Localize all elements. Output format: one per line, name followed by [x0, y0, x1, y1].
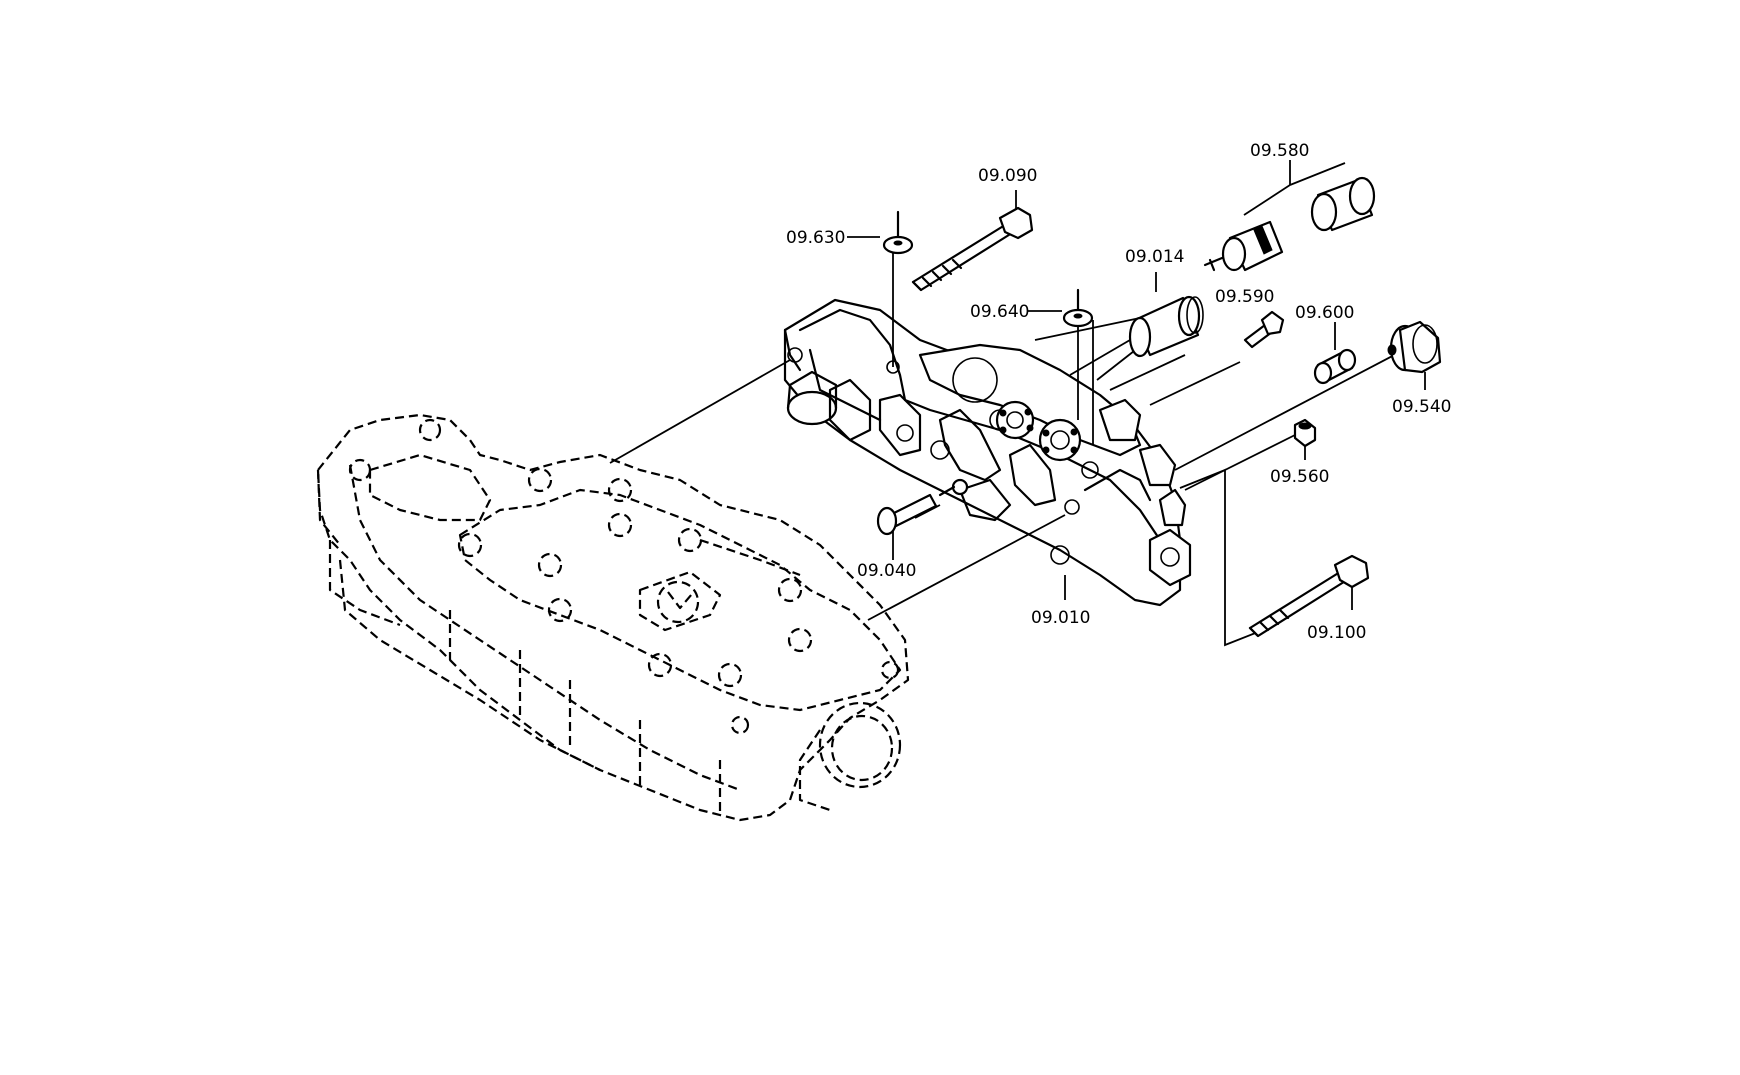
sleeve-09014 [1128, 272, 1204, 358]
label-09540: 09.540 [1392, 397, 1451, 417]
label-09014: 09.014 [1125, 247, 1184, 267]
bolt-09090 [911, 190, 1034, 292]
label-09580: 09.580 [1250, 141, 1309, 161]
label-09600: 09.600 [1295, 303, 1354, 323]
pin-09040 [876, 493, 938, 560]
transmission-housing [316, 413, 910, 822]
label-09560: 09.560 [1270, 467, 1329, 487]
valve-body-plate [783, 298, 1192, 607]
label-09630: 09.630 [786, 228, 845, 248]
label-09590: 09.590 [1215, 287, 1274, 307]
label-09100: 09.100 [1307, 623, 1366, 643]
label-09640: 09.640 [970, 302, 1029, 322]
pin-09640 [1028, 288, 1094, 420]
plug-09600 [1313, 322, 1357, 385]
part-labels: 09.580 09.090 09.630 09.014 09.640 09.59… [786, 141, 1451, 643]
label-09040: 09.040 [857, 561, 916, 581]
bolt-09100 [1248, 554, 1370, 638]
plug-09560 [1293, 418, 1317, 460]
pin-09630 [847, 210, 914, 255]
rotor-gears [995, 400, 1082, 462]
screw-09590 [1243, 310, 1285, 349]
plug-09540 [1387, 320, 1442, 390]
label-09010: 09.010 [1031, 608, 1090, 628]
label-09090: 09.090 [978, 166, 1037, 186]
assembly-lines [609, 250, 1401, 647]
sensor-09580 [1203, 160, 1376, 272]
